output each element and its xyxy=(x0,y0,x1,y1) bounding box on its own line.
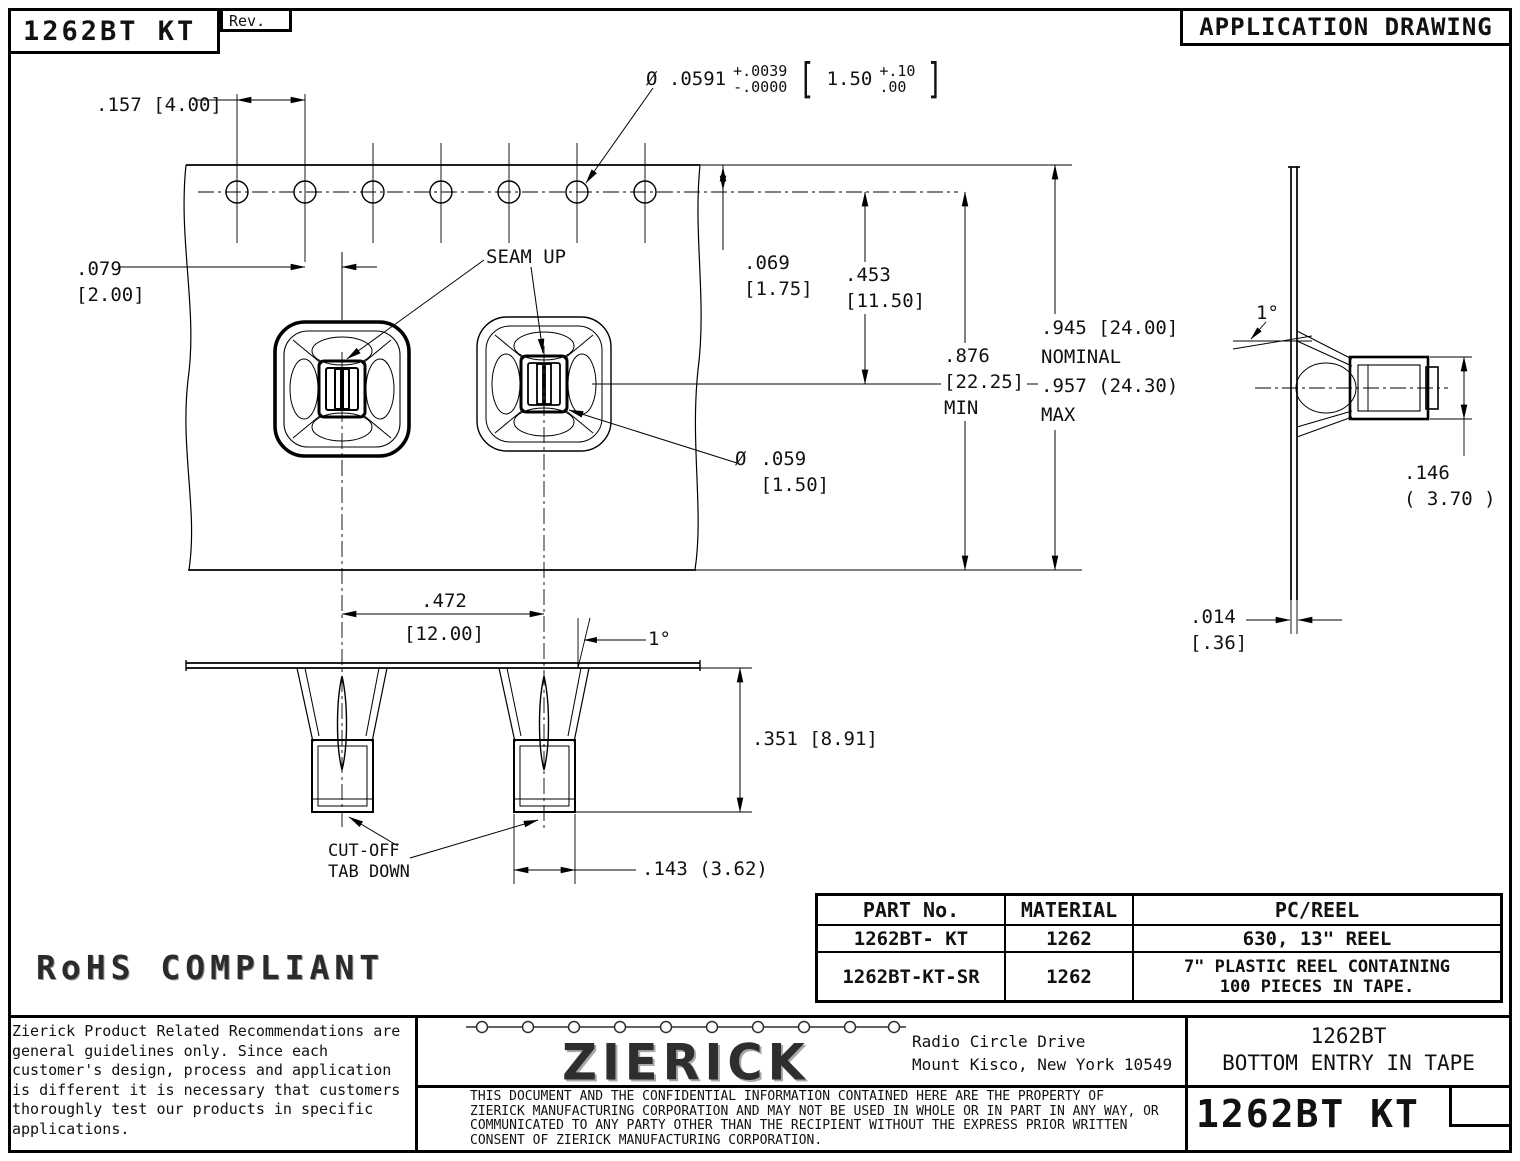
dim-offset-label: .079 [2.00] xyxy=(76,258,145,306)
part-outline-1 xyxy=(273,320,411,458)
hole-dia-mm-tol-plus: +.10 xyxy=(879,62,916,80)
table-row-2-material: 1262 xyxy=(1004,951,1132,1000)
col-header-pc-reel: PC/REEL xyxy=(1132,896,1500,924)
table-row-2-reel: 7" PLASTIC REEL CONTAINING 100 PIECES IN… xyxy=(1132,951,1500,1000)
logo-tape-strip xyxy=(466,1020,906,1034)
logo-wordmark: ZIERICK xyxy=(562,1033,810,1093)
zierick-logo: ZIERICK xyxy=(462,1019,910,1093)
footer-mid-line xyxy=(415,1085,1512,1088)
col-header-part-no: PART No. xyxy=(862,898,960,922)
product-number: 1262BT xyxy=(1310,1024,1387,1048)
table-row-1-material: 1262 xyxy=(1004,924,1132,951)
hole-dia-tol-minus: -.0000 xyxy=(733,78,788,96)
front-angle-label: 1° xyxy=(648,628,671,650)
dim-pitch-text: .157 [4.00] xyxy=(96,94,222,116)
dim-edge-label: .069 [1.75] xyxy=(744,252,813,300)
dim-width-label: .143 (3.62) xyxy=(642,858,768,880)
table-row-1-part: 1262BT- KT xyxy=(818,924,1004,951)
dim-min-label: .876 [22.25] MIN xyxy=(941,343,1028,421)
hole-dia-mm: 1.50 xyxy=(826,68,873,90)
dim-pitch2-label: .472 [12.00] xyxy=(403,590,485,645)
side-angle-label: 1° xyxy=(1256,302,1279,324)
corner-reference-box xyxy=(1449,1085,1512,1127)
dim-height-label: .351 [8.91] xyxy=(752,728,878,750)
front-view xyxy=(185,617,752,884)
address-line-2: Mount Kisco, New York 10549 xyxy=(912,1055,1173,1074)
dim-depth-label: .453 [11.50] xyxy=(842,262,929,314)
product-title-block: 1262BT BOTTOM ENTRY IN TAPE xyxy=(1185,1015,1512,1085)
side-view xyxy=(1232,166,1472,634)
application-drawing-header: APPLICATION DRAWING xyxy=(1180,8,1512,46)
hole-dia-prefix: Ø .0591 xyxy=(646,68,727,90)
part-outline-2 xyxy=(476,316,612,452)
address-line-1: Radio Circle Drive xyxy=(912,1032,1086,1051)
slot-diameter-label: Ø .059 [1.50] xyxy=(735,448,830,496)
parts-table: PART No. MATERIAL PC/REEL 1262BT- KT 126… xyxy=(815,893,1503,1003)
confidentiality-notice: THIS DOCUMENT AND THE CONFIDENTIAL INFOR… xyxy=(470,1089,1159,1148)
dim-nominal-max-label: .945 [24.00] NOMINAL .957 (24.30) MAX xyxy=(1038,314,1182,430)
dim-thickness-label: .146 ( 3.70 ) xyxy=(1404,462,1496,510)
cutoff-tab-label: CUT-OFF TAB DOWN xyxy=(328,841,410,882)
company-address: Radio Circle Drive Mount Kisco, New York… xyxy=(912,1030,1172,1076)
bracket-close: ] xyxy=(926,54,944,103)
tape-top-view xyxy=(183,164,1082,571)
title-block-part-number: 1262BT KT xyxy=(8,8,220,54)
bracket-open: [ xyxy=(798,54,816,103)
footer-top-line xyxy=(8,1015,1512,1018)
revision-box: Rev. xyxy=(220,8,292,32)
product-description: BOTTOM ENTRY IN TAPE xyxy=(1222,1051,1475,1075)
diameter-symbol: Ø xyxy=(735,448,747,470)
table-row-2-part: 1262BT-KT-SR xyxy=(818,951,1004,1000)
footer-divider-1 xyxy=(415,1015,418,1153)
col-header-material: MATERIAL xyxy=(1004,896,1132,924)
hole-dia-tol-plus: +.0039 xyxy=(733,62,788,80)
hole-diameter-callout: Ø .0591 +.0039 -.0000 [ 1.50 +.10 .00 ] xyxy=(646,58,948,100)
sprocket-holes xyxy=(225,94,657,262)
rohs-compliant-label: RoHS COMPLIANT xyxy=(36,948,385,987)
seam-up-label: SEAM UP xyxy=(486,246,567,268)
dim-pitch-label: .157 [4.00] xyxy=(96,92,222,118)
dim-tape-thickness-label: .014 [.36] xyxy=(1190,606,1248,654)
part-number-large: 1262BT KT xyxy=(1196,1092,1420,1136)
table-row-1-reel: 630, 13" REEL xyxy=(1132,924,1500,951)
dimension-lines-top xyxy=(118,87,1059,618)
recommendations-note: Zierick Product Related Recommendations … xyxy=(12,1022,401,1138)
drawing-border-frame xyxy=(8,8,1512,1153)
footer-divider-2 xyxy=(1185,1015,1188,1153)
hole-dia-mm-tol-minus: .00 xyxy=(879,78,907,96)
